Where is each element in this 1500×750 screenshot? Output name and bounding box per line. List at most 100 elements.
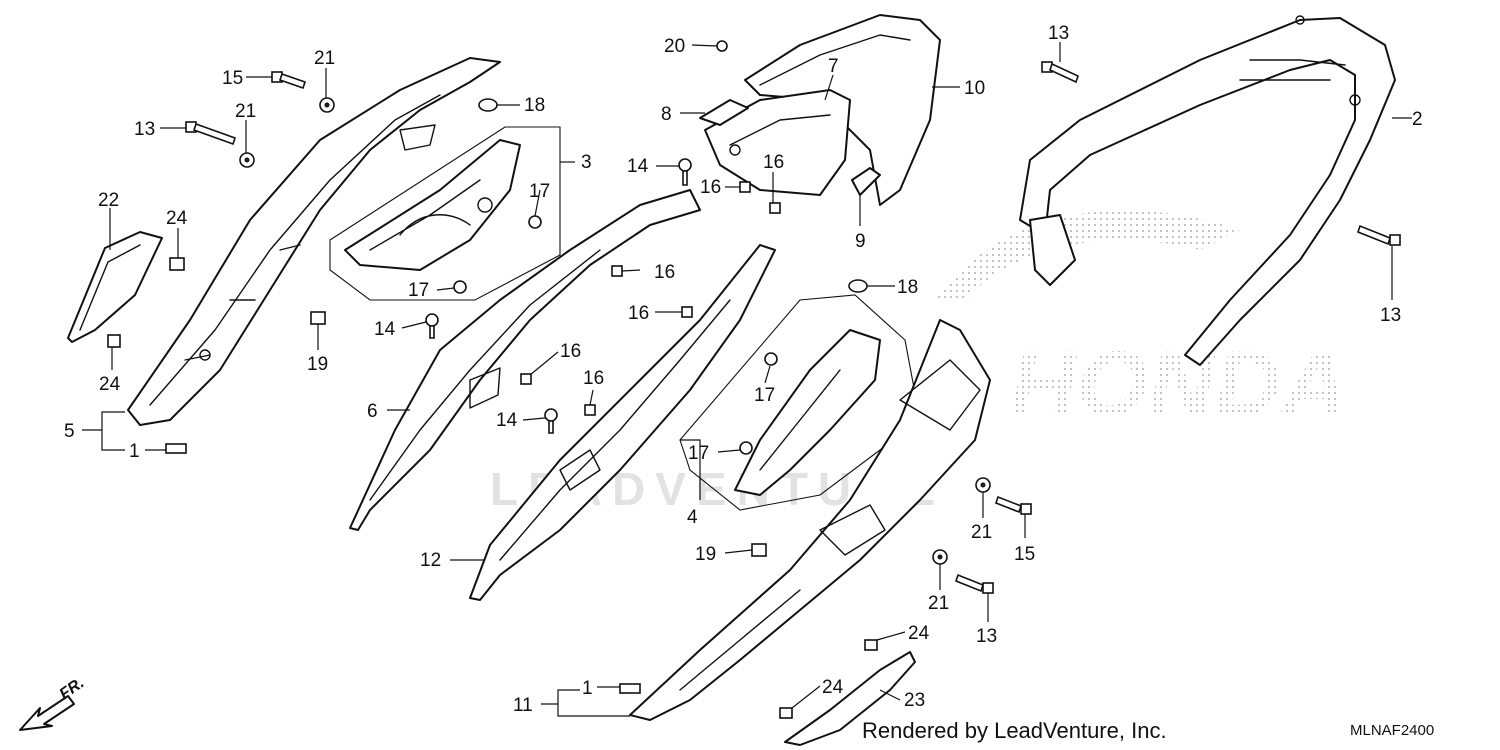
clip-19b <box>751 543 767 557</box>
part-22-small-panel[interactable] <box>67 231 163 343</box>
callout-numbers: 15 21 13 21 22 24 24 5 1 18 3 17 17 19 1… <box>64 23 1423 716</box>
clip-16f <box>769 202 781 214</box>
callout-10: 10 <box>964 78 985 99</box>
callout-21: 21 <box>928 593 949 614</box>
part-7-tail-bracket[interactable] <box>704 89 851 196</box>
part-9-small-piece[interactable] <box>851 167 881 196</box>
rendered-by-credit: Rendered by LeadVenture, Inc. <box>862 718 1167 743</box>
nut-17a <box>528 215 542 229</box>
nut-17d <box>739 441 753 455</box>
grommet-18b <box>848 279 868 293</box>
callout-7: 7 <box>828 56 839 77</box>
callout-16: 16 <box>628 303 649 324</box>
callout-16: 16 <box>560 341 581 362</box>
callout-17: 17 <box>529 181 550 202</box>
part-8-small-piece[interactable] <box>699 99 749 126</box>
diagram-code: MLNAF2400 <box>1350 722 1435 739</box>
callout-9: 9 <box>855 231 866 252</box>
callout-24: 24 <box>166 208 188 229</box>
callout-16: 16 <box>700 177 721 198</box>
bolt-13a <box>185 121 237 146</box>
bolt-15a <box>271 71 307 90</box>
callout-2: 2 <box>1412 109 1423 130</box>
bolt-13c <box>1357 224 1401 246</box>
callout-16: 16 <box>763 152 784 173</box>
part-3-inner-bracket[interactable] <box>329 126 561 301</box>
part-23-bottom-strip[interactable] <box>784 651 916 746</box>
part-6-middle-frame[interactable] <box>349 189 701 531</box>
clip-24a <box>169 257 185 271</box>
honda-watermark-text: HONDA <box>1010 333 1347 435</box>
callout-16: 16 <box>654 262 675 283</box>
callout-11: 11 <box>513 695 533 716</box>
callout-17: 17 <box>754 385 775 406</box>
part-11-rear-underside[interactable] <box>629 319 991 721</box>
bolt-15b <box>995 495 1032 515</box>
callout-21: 21 <box>314 48 335 69</box>
clip-19a <box>310 311 326 325</box>
callout-8: 8 <box>661 104 672 125</box>
callout-21: 21 <box>235 101 256 122</box>
part-12-lower-cover[interactable] <box>469 244 776 601</box>
callout-22: 22 <box>98 190 119 211</box>
bolt-13d <box>955 573 994 594</box>
part-2-grab-rail[interactable] <box>1019 15 1396 366</box>
callout-24: 24 <box>822 677 844 698</box>
grommet-18a <box>478 98 498 112</box>
callout-20: 20 <box>664 36 685 57</box>
callout-6: 6 <box>367 401 378 422</box>
callout-21: 21 <box>971 522 992 543</box>
clip-24b <box>107 334 121 348</box>
callout-15: 15 <box>1014 544 1035 565</box>
callout-19: 19 <box>695 544 716 565</box>
washer-21d <box>932 549 948 565</box>
washer-21a <box>319 97 335 113</box>
clip-24d <box>779 707 793 719</box>
clip-16e <box>739 181 751 193</box>
honda-watermark: HONDA <box>935 210 1347 435</box>
washer-21b <box>239 152 255 168</box>
callout-13: 13 <box>134 119 155 140</box>
callout-13: 13 <box>1048 23 1069 44</box>
callout-4: 4 <box>687 507 698 528</box>
callout-24: 24 <box>99 374 121 395</box>
clip-16b <box>681 306 693 318</box>
callout-24: 24 <box>908 623 930 644</box>
callout-14: 14 <box>496 410 518 431</box>
callout-16: 16 <box>583 368 604 389</box>
screw-14a <box>678 158 692 186</box>
part-5-left-side-cover[interactable] <box>127 57 501 426</box>
callout-12: 12 <box>420 550 441 571</box>
callout-17: 17 <box>408 280 429 301</box>
clip-24c <box>864 639 878 651</box>
callout-18: 18 <box>897 277 918 298</box>
front-direction-arrow: FR. <box>19 675 88 731</box>
callout-5: 5 <box>64 421 75 442</box>
tag-1b <box>619 683 641 694</box>
callout-3: 3 <box>581 152 592 173</box>
screw-14b <box>425 313 439 339</box>
callout-1: 1 <box>129 441 140 462</box>
callout-15: 15 <box>222 68 243 89</box>
callout-18: 18 <box>524 95 545 116</box>
clip-16c <box>520 373 532 385</box>
tag-1a <box>165 443 187 454</box>
washer-21c <box>975 477 991 493</box>
callout-23: 23 <box>904 690 925 711</box>
callout-13: 13 <box>976 626 997 647</box>
nut-20 <box>716 40 728 52</box>
callout-14: 14 <box>627 156 649 177</box>
clip-16a <box>611 265 623 277</box>
callout-19: 19 <box>307 354 328 375</box>
callout-13: 13 <box>1380 305 1401 326</box>
bolt-13b <box>1041 61 1079 84</box>
callout-14: 14 <box>374 319 396 340</box>
front-direction-label: FR. <box>57 675 88 704</box>
screw-14c <box>544 408 558 434</box>
nut-17c <box>764 352 778 366</box>
callout-17: 17 <box>688 443 709 464</box>
leader-lines <box>82 42 1412 717</box>
callout-1: 1 <box>582 678 593 699</box>
